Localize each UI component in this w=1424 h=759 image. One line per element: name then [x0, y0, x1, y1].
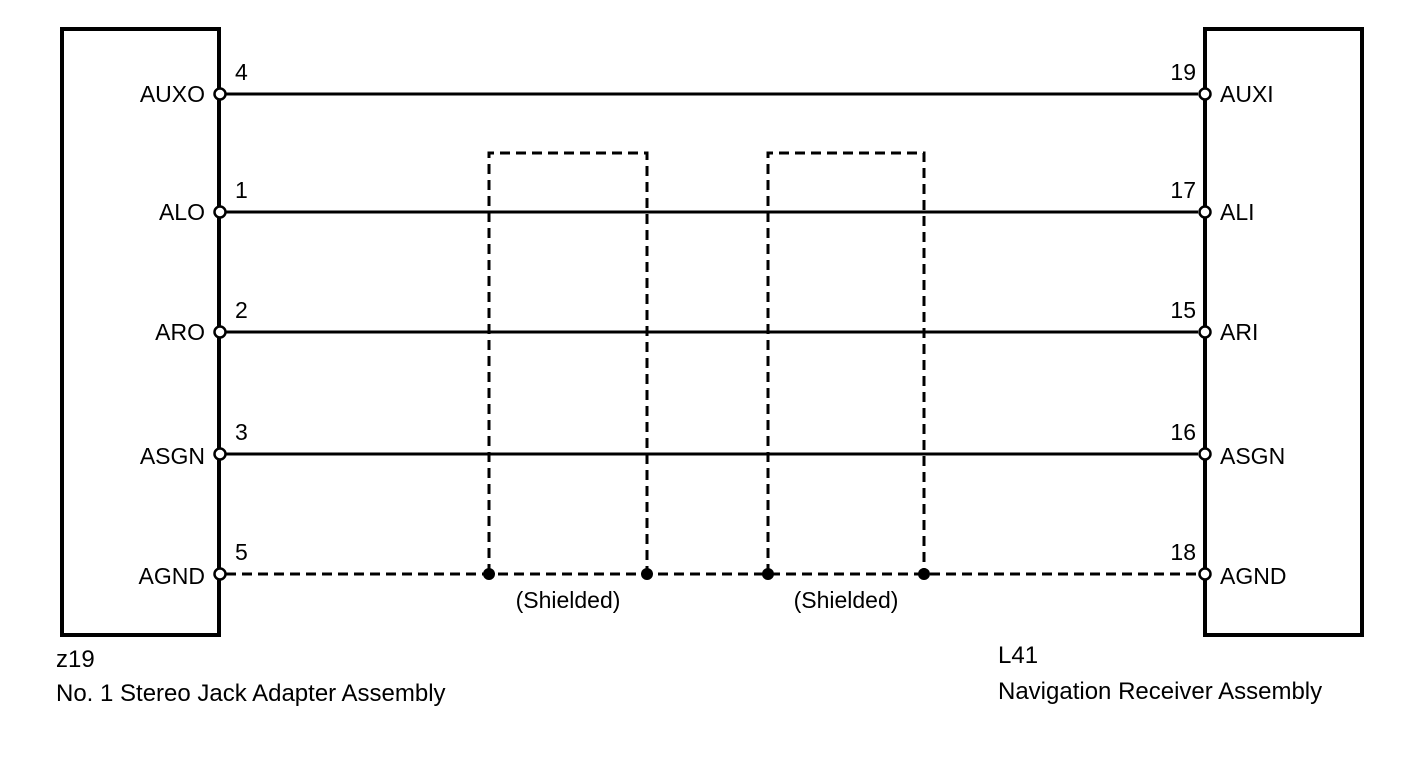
- shield-1-label: (Shielded): [516, 587, 621, 613]
- left-pin-label: AUXO: [140, 81, 205, 107]
- left-terminal: [213, 567, 227, 581]
- left-terminal: [213, 325, 227, 339]
- right-pin-number: 16: [1170, 419, 1196, 445]
- right-connector-name: Navigation Receiver Assembly: [998, 678, 1322, 705]
- right-pin-number: 19: [1170, 59, 1196, 85]
- right-pin-number: 15: [1170, 297, 1196, 323]
- wire-asgn-asgn: ASGN 3 16 ASGN: [140, 419, 1285, 469]
- right-terminal: [1198, 87, 1212, 101]
- left-pin-number: 2: [235, 297, 248, 323]
- wire-agnd-agnd: AGND 5 18 AGND: [139, 539, 1287, 589]
- left-terminal: [213, 87, 227, 101]
- left-pin-label: AGND: [139, 563, 205, 589]
- right-terminal: [1198, 205, 1212, 219]
- right-pin-label: ASGN: [1220, 443, 1285, 469]
- wire-alo-ali: ALO 1 17 ALI: [159, 177, 1255, 225]
- shield-2-junction-left: [762, 568, 774, 580]
- right-pin-label: ALI: [1220, 199, 1255, 225]
- shield-2: (Shielded): [762, 151, 930, 613]
- right-pin-number: 18: [1170, 539, 1196, 565]
- wire-auxo-auxi: AUXO 4 19 AUXI: [140, 59, 1274, 107]
- shield-1-outline: [487, 151, 649, 574]
- shield-2-junction-right: [918, 568, 930, 580]
- right-pin-label: AGND: [1220, 563, 1286, 589]
- left-pin-number: 1: [235, 177, 248, 203]
- wire-aro-ari: ARO 2 15 ARI: [155, 297, 1258, 345]
- left-pin-number: 3: [235, 419, 248, 445]
- shield-2-label: (Shielded): [794, 587, 899, 613]
- right-terminal: [1198, 567, 1212, 581]
- left-terminal: [213, 447, 227, 461]
- left-connector-code: z19: [56, 646, 95, 673]
- left-pin-number: 5: [235, 539, 248, 565]
- right-terminal: [1198, 325, 1212, 339]
- right-connector-code: L41: [998, 642, 1038, 669]
- left-pin-label: ARO: [155, 319, 205, 345]
- right-pin-label: AUXI: [1220, 81, 1274, 107]
- left-pin-label: ASGN: [140, 443, 205, 469]
- left-connector-name: No. 1 Stereo Jack Adapter Assembly: [56, 680, 446, 707]
- right-pin-label: ARI: [1220, 319, 1258, 345]
- right-terminal: [1198, 447, 1212, 461]
- left-pin-label: ALO: [159, 199, 205, 225]
- left-terminal: [213, 205, 227, 219]
- shield-2-outline: [766, 151, 926, 574]
- left-pin-number: 4: [235, 59, 248, 85]
- right-pin-number: 17: [1170, 177, 1196, 203]
- shield-1: (Shielded): [483, 151, 653, 613]
